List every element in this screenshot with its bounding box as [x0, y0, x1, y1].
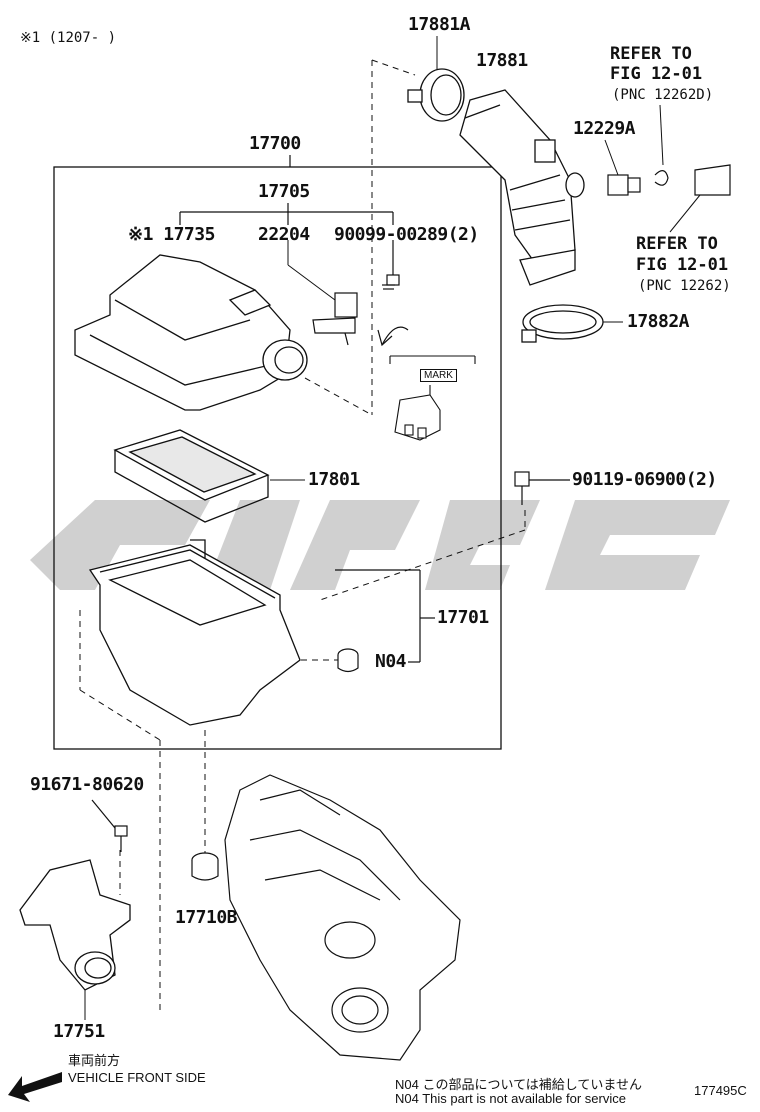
label-17881A: 17881A	[408, 14, 471, 35]
label-17801: 17801	[308, 469, 360, 490]
label-17735: ※1 17735	[128, 224, 215, 245]
guide-lines	[79, 59, 526, 1010]
inlet-duct-17751	[19, 859, 131, 991]
label-17705: 17705	[258, 181, 310, 202]
nipple-12229A	[607, 164, 731, 196]
air-cleaner-cap	[74, 254, 308, 411]
figure-code: 177495C	[694, 1083, 747, 1098]
label-22204: 22204	[258, 224, 310, 245]
direction-jp: 車両前方	[68, 1053, 121, 1068]
refer-mid-2: FIG 12-01	[636, 255, 729, 275]
bracket-17701	[335, 569, 435, 663]
screw-91671	[91, 799, 128, 852]
intake-hose	[459, 89, 585, 286]
label-17881: 17881	[476, 50, 528, 71]
clamp-17881A	[407, 68, 465, 122]
assembly-frame	[53, 166, 502, 750]
label-N04: N04	[375, 651, 407, 672]
refer-top-2: FIG 12-01	[610, 64, 703, 84]
refer-top-3: (PNC 12262D)	[612, 87, 714, 103]
air-cleaner-case	[88, 539, 301, 726]
label-17710B: 17710B	[175, 907, 238, 928]
label-17701: 17701	[437, 607, 489, 628]
bracket-17705	[179, 155, 394, 225]
direction-en: VEHICLE FRONT SIDE	[68, 1070, 206, 1085]
footnote-en: N04 This part is not available for servi…	[395, 1091, 626, 1106]
grommet-17710B	[191, 852, 219, 881]
mark-label: MARK	[420, 369, 457, 382]
refer-mid-3: (PNC 12262)	[638, 278, 731, 294]
label-90119: 90119-06900(2)	[572, 469, 717, 490]
grommet-N04	[337, 648, 359, 673]
refer-top-1: REFER TO	[610, 44, 692, 64]
label-12229A: 12229A	[573, 118, 636, 139]
header-note: ※1 (1207- )	[20, 30, 117, 46]
intake-manifold	[224, 774, 461, 1061]
direction-arrow-icon	[8, 1072, 62, 1102]
label-91671: 91671-80620	[30, 774, 144, 795]
air-filter-element	[113, 429, 270, 523]
screw-90099	[382, 240, 400, 290]
airflow-sensor	[312, 292, 358, 346]
label-17751: 17751	[53, 1021, 105, 1042]
label-17700: 17700	[249, 133, 301, 154]
footnote-jp: N04 この部品については補給していません	[395, 1077, 643, 1092]
label-90099: 90099-00289(2)	[334, 224, 479, 245]
label-17882A: 17882A	[627, 311, 690, 332]
mark-callout	[389, 355, 476, 441]
clamp-17882A	[521, 304, 604, 343]
refer-mid-1: REFER TO	[636, 234, 718, 254]
bolt-90119	[514, 471, 570, 505]
